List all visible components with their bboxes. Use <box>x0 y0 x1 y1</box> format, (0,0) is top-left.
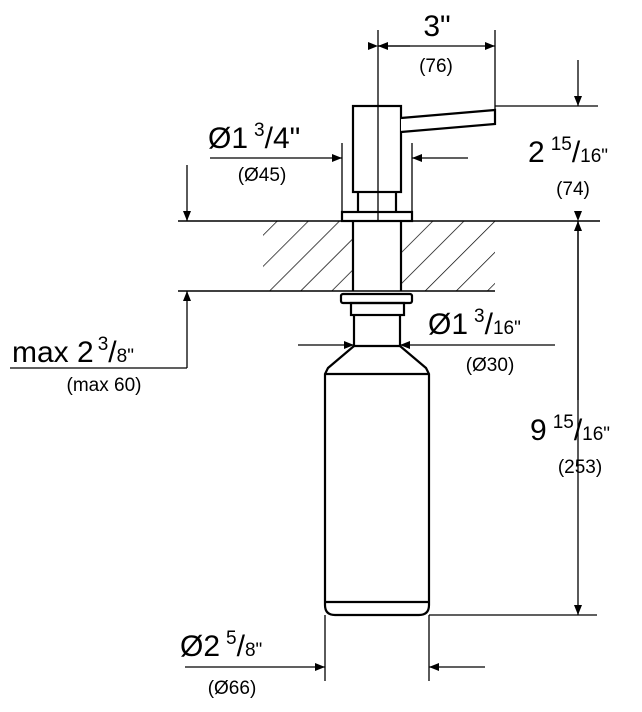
svg-text:Ø25/8": Ø25/8" <box>180 628 262 663</box>
svg-text:(Ø45): (Ø45) <box>238 165 287 186</box>
svg-text:915/16": 915/16" <box>530 412 610 447</box>
svg-text:(76): (76) <box>419 56 453 77</box>
svg-text:max 23/8": max 23/8" <box>12 334 134 369</box>
svg-text:3": 3" <box>423 10 450 43</box>
svg-text:Ø13/16": Ø13/16" <box>428 306 521 341</box>
svg-text:(max 60): (max 60) <box>67 375 142 396</box>
svg-text:(253): (253) <box>558 457 602 478</box>
svg-text:(74): (74) <box>556 179 590 200</box>
svg-text:Ø13/4": Ø13/4" <box>208 120 300 155</box>
svg-text:(Ø30): (Ø30) <box>466 355 515 376</box>
label-spout-reach: 3" (76) <box>419 10 453 77</box>
svg-text:215/16": 215/16" <box>528 134 608 169</box>
dimension-lines <box>10 30 598 681</box>
svg-text:(Ø66): (Ø66) <box>208 678 257 699</box>
countertop-section <box>178 220 600 292</box>
soap-dispenser <box>323 104 497 617</box>
